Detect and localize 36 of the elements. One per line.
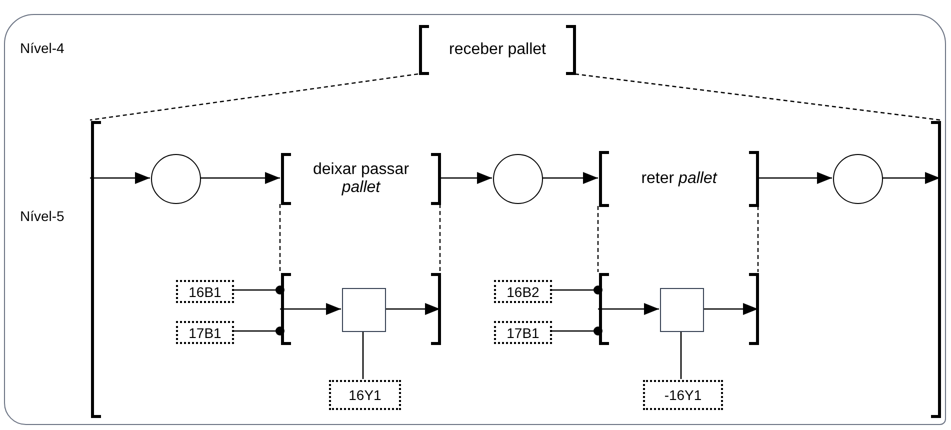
arrow: [200, 172, 280, 184]
arrow: [385, 303, 440, 315]
dashed-line: [90, 73, 418, 121]
level-label: Nível-4: [20, 39, 64, 58]
dot-connector: [551, 286, 602, 294]
arrow: [703, 303, 758, 315]
dashed-line: [757, 206, 759, 272]
dashed-line: [439, 204, 441, 272]
dashed-line: [279, 204, 281, 272]
activity-label: deixar passar pallet: [312, 160, 410, 198]
arrow: [542, 172, 598, 184]
transition-square: [342, 288, 386, 332]
dashed-line: [574, 73, 940, 121]
rounded-frame: [4, 14, 946, 425]
connector-line: [362, 331, 364, 379]
signal-tag: 16Y1: [329, 380, 401, 410]
signal-tag: 17B1: [176, 321, 234, 344]
signal-tag: 16B1: [176, 280, 234, 303]
dashed-line: [597, 206, 599, 272]
signal-tag: 17B1: [494, 321, 552, 344]
signal-tag: -16Y1: [643, 380, 723, 410]
arrow: [90, 172, 150, 184]
activity-label: reter pallet: [641, 170, 717, 188]
arrow: [280, 303, 341, 315]
signal-tag: 16B2: [494, 280, 552, 303]
dot-connector: [551, 326, 602, 336]
arrow: [882, 172, 940, 184]
arrow: [598, 303, 659, 315]
connector-line: [680, 331, 682, 379]
arrow: [440, 172, 492, 184]
activity-label: receber pallet: [449, 40, 546, 60]
level-label: Nível-5: [20, 207, 64, 226]
transition-square: [660, 288, 704, 332]
dot-connector: [233, 286, 284, 294]
arrow: [758, 172, 832, 184]
dot-connector: [233, 326, 284, 336]
